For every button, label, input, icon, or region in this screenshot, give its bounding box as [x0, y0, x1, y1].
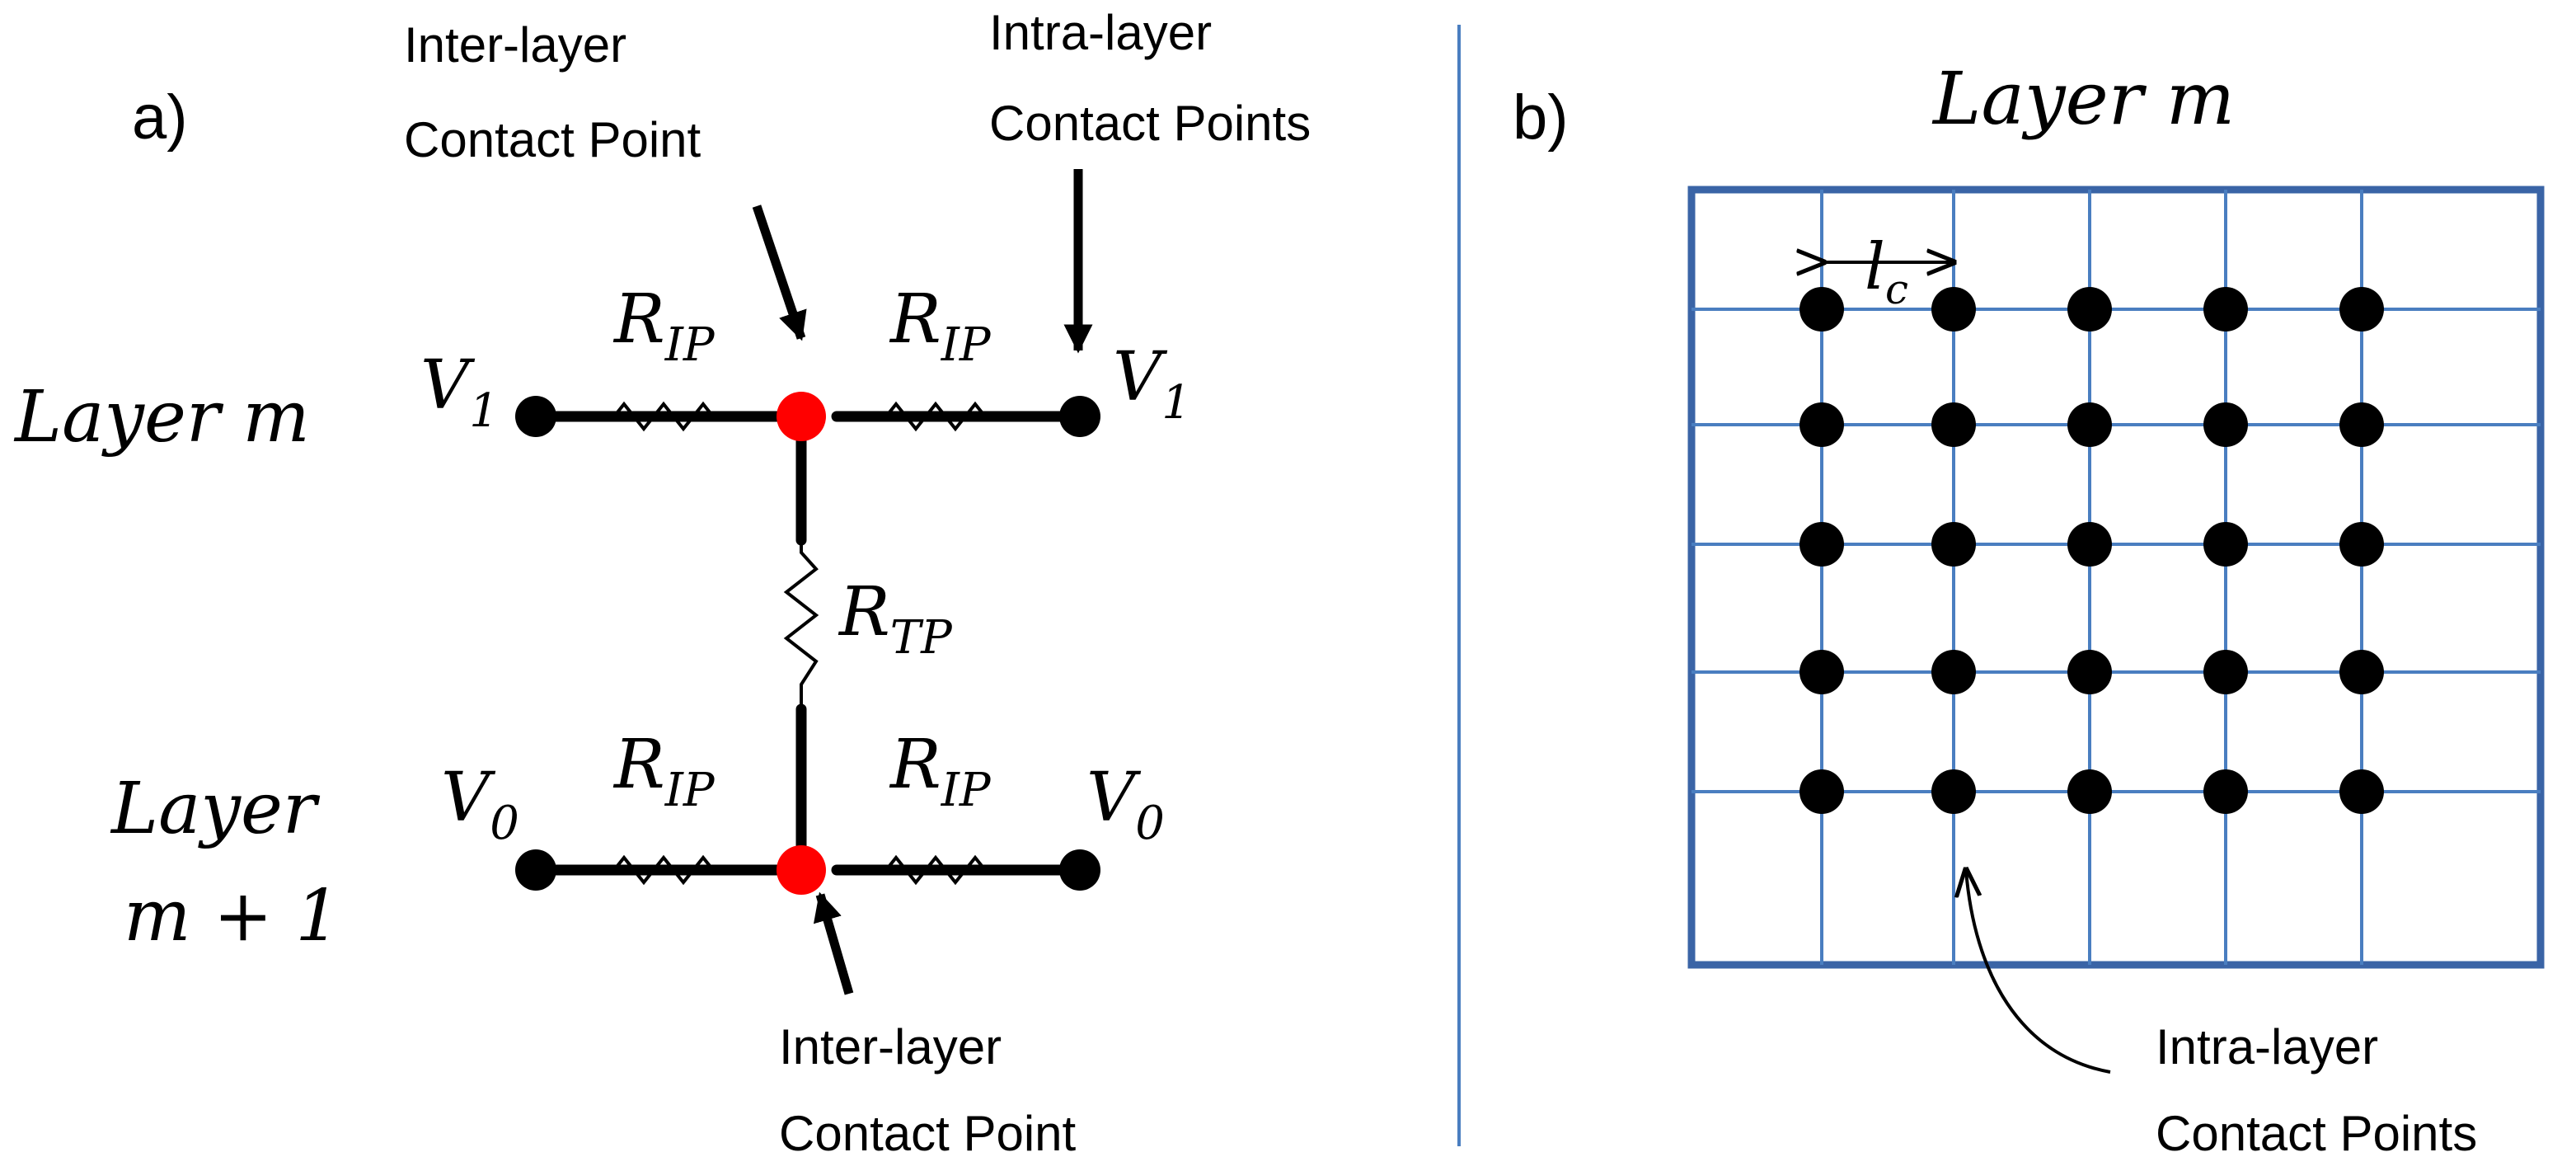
- intra-layer-contact-point: [1799, 287, 1844, 332]
- intra-layer-contact-point: [1931, 650, 1976, 694]
- inter-layer-point-bottom: [777, 845, 826, 895]
- intra-layer-contact-point: [2339, 287, 2384, 332]
- inter-layer-callout-bottom-line2: Contact Point: [779, 1106, 1077, 1161]
- inter-layer-callout-top-line1: Inter-layer: [404, 17, 626, 73]
- intra-layer-point-bottom-left: [515, 849, 556, 891]
- inter-layer-bottom-arrow: [813, 891, 854, 995]
- intra-layer-contact-point: [1799, 650, 1844, 694]
- intra-layer-point-top-left: [515, 396, 556, 437]
- intra-layer-contact-point: [1931, 522, 1976, 567]
- panel-b-title: Layer m: [1931, 56, 2235, 141]
- intra-layer-contact-point: [1931, 769, 1976, 814]
- intra-layer-callout-arrow: [1966, 870, 2111, 1074]
- intra-layer-contact-point: [1931, 287, 1976, 332]
- panel-b: b) Layer m lc Intra-layer Contact Points: [1513, 56, 2545, 1161]
- layer-m-label: Layer m: [13, 376, 310, 459]
- intra-layer-point-bottom-right: [1059, 849, 1100, 891]
- voltage-v0-left: V0: [441, 759, 519, 850]
- resistor-ip-top-left: [606, 401, 721, 432]
- intra-layer-contact-point: [1931, 402, 1976, 447]
- resistor-ip-label-top-right: RIP: [889, 280, 992, 372]
- resistor-ip-label-bottom-left: RIP: [612, 726, 716, 817]
- layer-m1-label-line1: Layer: [110, 768, 321, 850]
- intra-layer-contact-point: [1799, 402, 1844, 447]
- grid-border: [1687, 186, 2545, 969]
- resistor-ip-label-bottom-right: RIP: [889, 726, 992, 817]
- intra-layer-contact-point: [1799, 522, 1844, 567]
- intra-layer-contact-point: [2203, 402, 2248, 447]
- inter-layer-point-top: [777, 392, 826, 441]
- inter-layer-callout-bottom-line1: Inter-layer: [779, 1019, 1002, 1075]
- intra-layer-contact-point: [2339, 402, 2384, 447]
- intra-layer-contact-point: [2067, 402, 2112, 447]
- intra-layer-point-top-right: [1059, 396, 1100, 437]
- intra-layer-contact-point: [2067, 650, 2112, 694]
- contact-points: [1799, 287, 2384, 814]
- voltage-v0-right: V0: [1086, 759, 1165, 850]
- resistor-ip-bottom-left: [606, 854, 721, 886]
- voltage-v1-left: V1: [420, 346, 499, 438]
- resistor-ip-label-top-left: RIP: [612, 280, 716, 372]
- resistor-tp: [783, 540, 819, 709]
- intra-layer-contact-point: [2203, 650, 2248, 694]
- intra-layer-contact-point: [2067, 769, 2112, 814]
- inter-layer-callout-top-line2: Contact Point: [404, 112, 701, 167]
- voltage-v1-right: V1: [1113, 338, 1191, 430]
- panel-a-label: a): [132, 82, 188, 153]
- intra-layer-contact-point: [2203, 769, 2248, 814]
- intra-layer-contact-point: [2067, 287, 2112, 332]
- spacing-label: lc: [1865, 230, 1908, 313]
- intra-layer-callout-line2: Contact Points: [989, 96, 1311, 151]
- intra-layer-callout-line1: Intra-layer: [989, 5, 1212, 60]
- intra-layer-contact-point: [2203, 287, 2248, 332]
- intra-layer-contact-point: [2339, 522, 2384, 567]
- resistor-tp-label: RTP: [838, 573, 953, 665]
- panel-a: a) Inter-layer Contact Point Intra-layer…: [13, 5, 1311, 1161]
- resistor-ip-top-right: [878, 401, 993, 432]
- resistor-ip-bottom-right: [878, 854, 993, 886]
- intra-layer-contact-point: [2067, 522, 2112, 567]
- intra-layer-contact-point: [1799, 769, 1844, 814]
- contact-grid: [1687, 186, 2545, 969]
- intra-layer-contact-point: [2339, 769, 2384, 814]
- panel-b-callout-line1: Intra-layer: [2156, 1019, 2378, 1075]
- intra-layer-contact-point: [2203, 522, 2248, 567]
- panel-b-label: b): [1513, 82, 1569, 153]
- intra-layer-contact-point: [2339, 650, 2384, 694]
- panel-b-callout-line2: Contact Points: [2156, 1106, 2477, 1161]
- layer-m1-label-line2: m + 1: [124, 875, 340, 957]
- inter-layer-top-arrow: [752, 205, 807, 341]
